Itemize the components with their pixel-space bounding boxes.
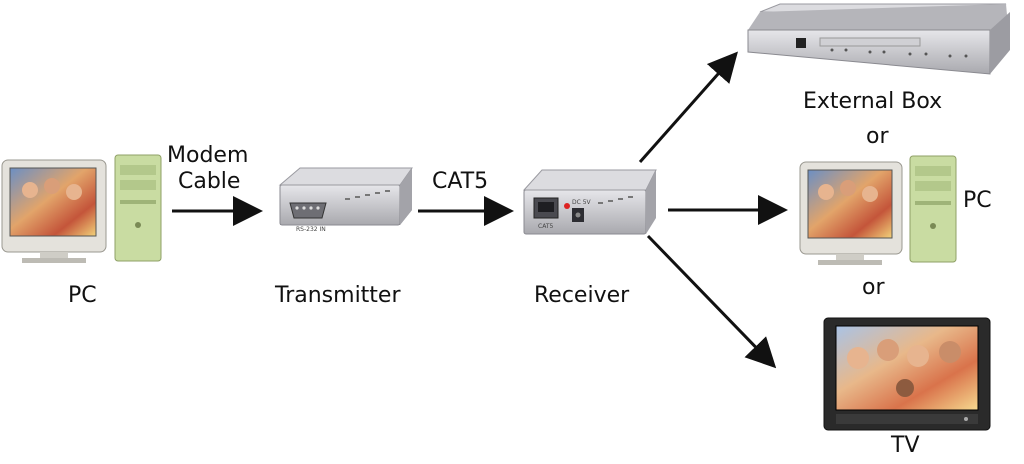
cat5-label: CAT5 xyxy=(432,169,489,194)
pc-right-tower xyxy=(909,155,957,263)
external-box-label: External Box xyxy=(803,89,943,114)
arrow-receiver-to-external-box xyxy=(638,51,738,163)
pc-left-label: PC xyxy=(68,283,97,308)
modem-cable-label-line2: Cable xyxy=(178,169,241,194)
pc-right-monitor xyxy=(799,161,903,265)
pc-left-monitor xyxy=(1,159,107,263)
tv-label: TV xyxy=(891,433,920,458)
pc-right-label: PC xyxy=(963,188,992,213)
or-label-2: or xyxy=(862,275,885,300)
receiver-power-label: DC 5V xyxy=(572,199,592,206)
pc-left-tower xyxy=(114,154,162,262)
modem-cable-label-line1: Modem xyxy=(167,143,249,168)
power-led xyxy=(564,203,570,209)
receiver-label: Receiver xyxy=(534,283,630,308)
tv-device xyxy=(823,317,991,431)
transmitter-label: Transmitter xyxy=(275,283,401,308)
receiver-device: CAT5 DC 5V xyxy=(522,169,657,235)
or-label-1: or xyxy=(866,124,889,149)
arrow-receiver-to-tv xyxy=(646,234,777,369)
transmitter-device: RS-232 IN xyxy=(278,167,413,233)
transmitter-port-label: RS-232 IN xyxy=(296,226,326,233)
external-box-device xyxy=(747,3,1010,75)
receiver-port-label: CAT5 xyxy=(538,223,553,230)
